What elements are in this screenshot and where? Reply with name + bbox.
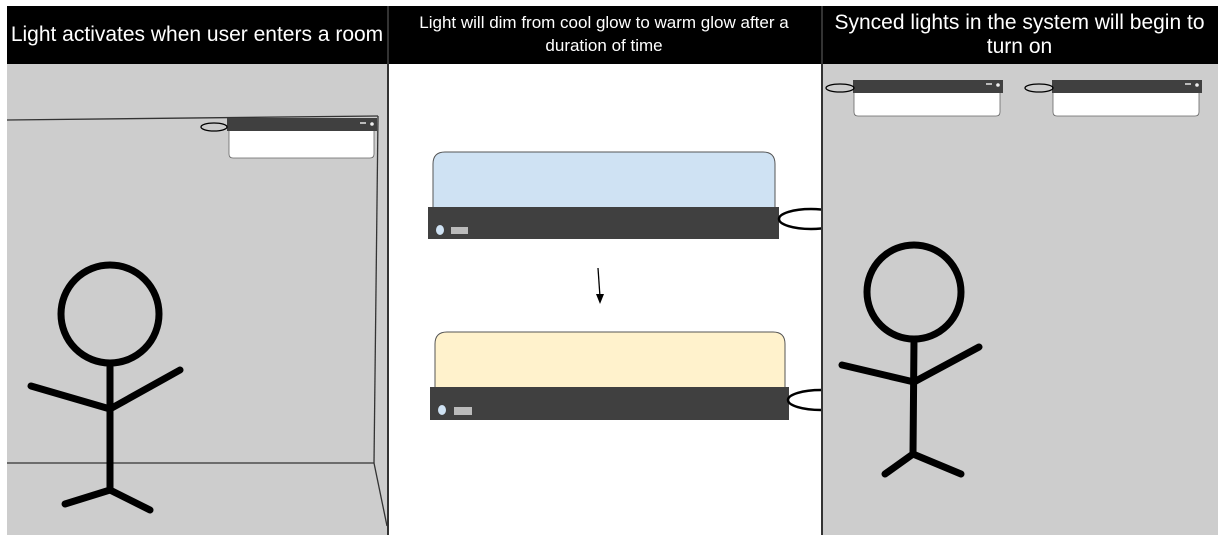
stick-figure (838, 241, 983, 478)
room-scene-drawing (7, 115, 387, 527)
room-perspective-lines (7, 115, 387, 527)
panel-title: Light activates when user enters a room (10, 22, 384, 46)
panel-dimming: Light will dim from cool glow to warm gl… (387, 6, 821, 535)
room-scene (7, 64, 387, 535)
motion-sensor-icon (200, 122, 228, 132)
panel-divider (821, 6, 823, 535)
panel-synced-lights: Synced lights in the system will begin t… (821, 6, 1218, 535)
down-arrow-icon (596, 267, 604, 304)
ceiling-light-2 (1024, 80, 1202, 117)
panel-header: Light will dim from cool glow to warm gl… (387, 6, 821, 64)
indicator-led-icon (436, 225, 444, 235)
motion-sensor-icon (825, 83, 855, 93)
button-icon (454, 407, 472, 415)
motion-sensor-icon (777, 207, 821, 231)
panel-header: Synced lights in the system will begin t… (821, 6, 1218, 64)
cool-glow-light (428, 151, 821, 239)
dimming-scene-drawing (428, 151, 821, 420)
synced-lights-scene (821, 64, 1218, 535)
stick-figure (27, 261, 184, 514)
panel-divider (387, 6, 389, 535)
panel-title: Synced lights in the system will begin t… (834, 10, 1205, 58)
dimming-scene (387, 64, 821, 535)
panel-header: Light activates when user enters a room (7, 6, 387, 64)
motion-sensor-icon (786, 388, 821, 412)
panel-title: Light will dim from cool glow to warm gl… (419, 13, 789, 55)
button-icon (451, 227, 468, 234)
warm-glow-light (430, 331, 821, 420)
ceiling-light-1 (825, 80, 1003, 117)
motion-sensor-icon (1024, 83, 1054, 93)
synced-lights-drawing (825, 80, 1202, 478)
panel-user-enters-room: Light activates when user enters a room (7, 6, 387, 535)
indicator-led-icon (438, 405, 446, 415)
ceiling-light (200, 118, 377, 159)
